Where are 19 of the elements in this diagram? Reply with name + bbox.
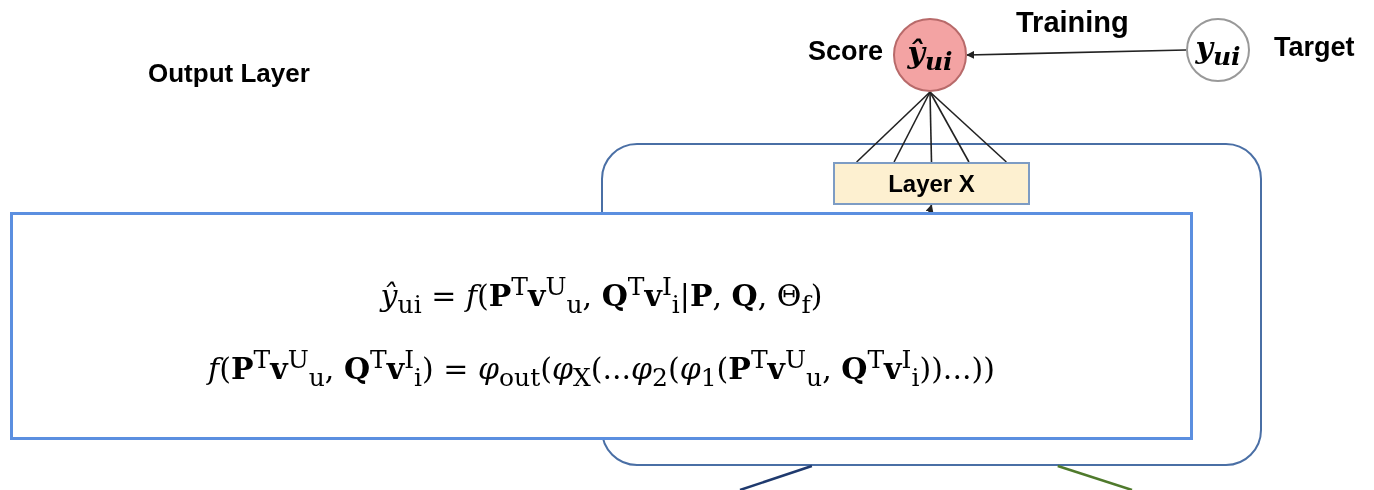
- formula: f(P$^{T}$v$^{U}$$_{u}$, Q$^{T}$v$^{I}$$_{i}$) = φ$_{out}$(φ$_{X}$(...φ$_{2}$(φ$_{1}$(P$^{T}$v$^{U}$$_{u}$, Q$^{T}$v$^{I}$$_{i}$))...)): [208, 345, 995, 392]
- connector-line: [929, 91, 1008, 163]
- connector-line: [739, 464, 813, 490]
- layer-box: [833, 162, 1030, 205]
- connector-line: [929, 91, 970, 163]
- formula: ŷ$_{ui}$ = f(P$^{T}$v$^{U}$$_{u}$, Q$^{T}$v$^{I}$$_{i}$|P, Q, Θ$_{f}$): [380, 272, 823, 319]
- connector-line: [1057, 464, 1133, 490]
- connector-line: [929, 91, 933, 163]
- math-symbol: ŷ$_{ui}$: [907, 34, 953, 76]
- node-caption: Score: [806, 36, 883, 67]
- arrow: [966, 49, 1187, 59]
- math-symbol: y$_{ui}$: [1195, 29, 1241, 71]
- layer-title: Output Layer: [148, 58, 310, 89]
- node-caption: Target: [1274, 32, 1356, 63]
- layer-label: Layer X: [888, 169, 975, 198]
- formula-box: [10, 212, 1193, 440]
- arrow: [925, 204, 934, 213]
- connector-line: [893, 91, 931, 163]
- connector-line: [855, 91, 931, 163]
